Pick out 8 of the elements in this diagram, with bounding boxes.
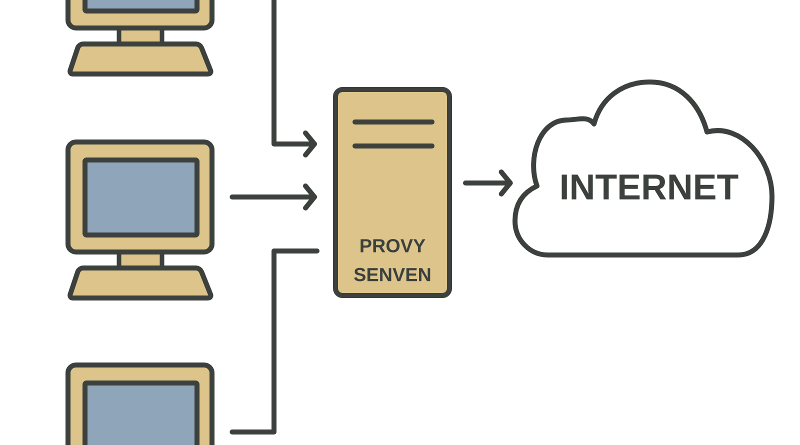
arrow (272, 0, 317, 158)
connector-line (230, 248, 320, 434)
computer-icon (66, 362, 214, 445)
server-box: PROVY SENVEN (333, 86, 452, 298)
computer-icon (66, 0, 214, 76)
computer-icon (66, 139, 214, 300)
arrow (463, 169, 513, 196)
arrow (230, 183, 317, 210)
